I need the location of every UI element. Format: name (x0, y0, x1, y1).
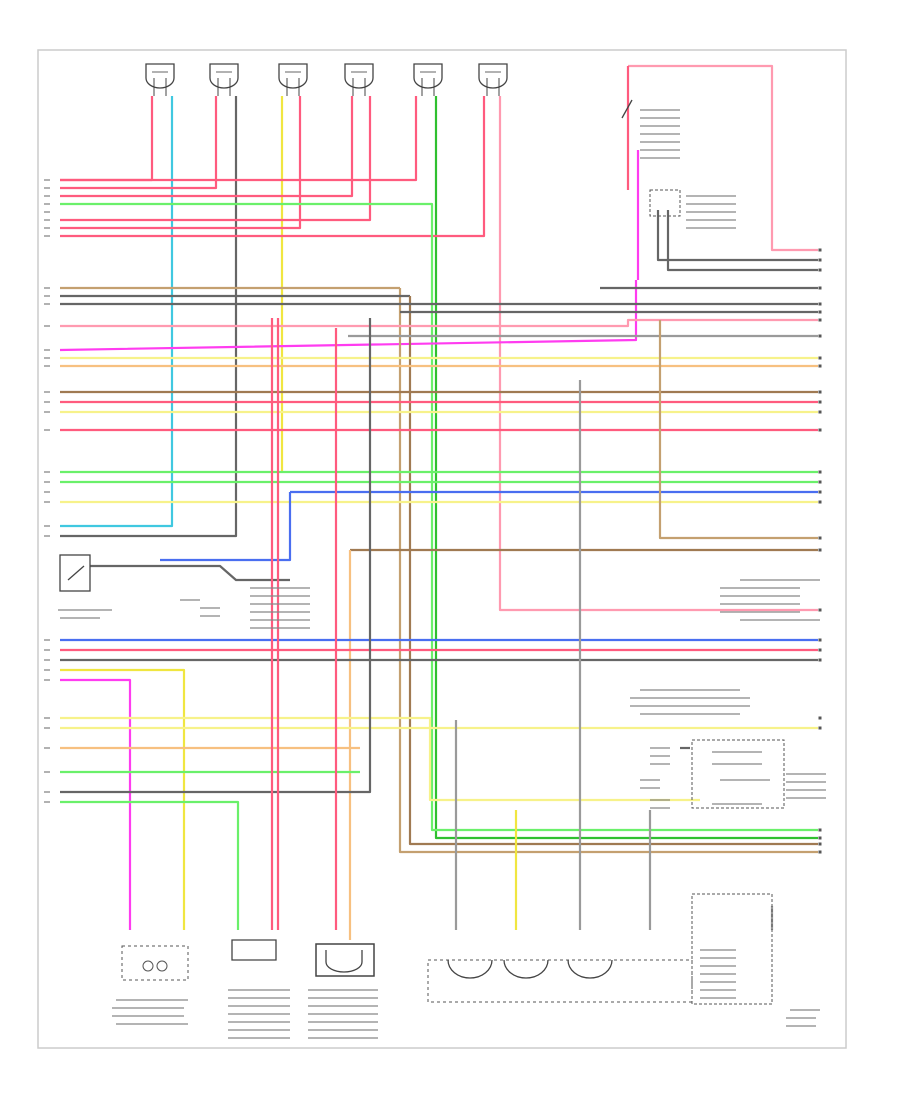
wire-terminal-mark (818, 648, 822, 652)
wire-terminal-mark (818, 310, 822, 314)
sensor-cup (325, 950, 363, 973)
top-connector-3 (278, 63, 308, 89)
sensor-coil (142, 960, 154, 972)
wire-terminal-mark (818, 364, 822, 368)
wire-terminal-mark (818, 490, 822, 494)
wire-terminal-mark (818, 268, 822, 272)
wire (398, 288, 818, 854)
wire (160, 492, 292, 562)
solenoid-3 (567, 959, 613, 979)
wire (656, 210, 818, 262)
wire-terminal-mark (818, 850, 822, 854)
wire-terminal-mark (818, 608, 822, 612)
diagram-border (37, 49, 847, 1049)
wire-terminal-mark (818, 400, 822, 404)
wire (658, 320, 818, 540)
top-connector-5 (413, 63, 443, 89)
switch-contact (621, 99, 633, 119)
wire (434, 96, 818, 840)
wire-terminal-mark (818, 658, 822, 662)
wire (60, 96, 174, 528)
wire-terminal-mark (818, 470, 822, 474)
wire-layer (59, 64, 818, 940)
wire (408, 296, 818, 846)
wire (60, 96, 238, 538)
wire-terminal-mark (818, 334, 822, 338)
switch-contact (67, 565, 85, 581)
wire (60, 800, 240, 930)
wire-terminal-mark (818, 428, 822, 432)
wire-terminal-mark (818, 318, 822, 322)
wire (60, 96, 302, 230)
top-connector-4 (344, 63, 374, 89)
wire-terminal-mark (818, 726, 822, 730)
wire (59, 280, 638, 352)
wire-terminal-mark (818, 480, 822, 484)
wire-terminal-mark (818, 842, 822, 846)
solenoid-2 (503, 959, 549, 979)
wire-terminal-mark (818, 390, 822, 394)
wire-terminal-mark (818, 302, 822, 306)
component-layer (59, 63, 785, 1005)
wire (90, 564, 290, 582)
wire-terminal-mark (818, 248, 822, 252)
wire-terminal-mark (818, 500, 822, 504)
relay-module-box (691, 739, 785, 809)
wire (60, 96, 486, 238)
wire-terminal-mark (818, 356, 822, 360)
wire-terminal-mark (818, 536, 822, 540)
solenoid-pack-box (427, 959, 693, 1003)
top-connector-2 (209, 63, 239, 89)
wire (666, 210, 818, 272)
wire (60, 96, 418, 182)
top-connector-6 (478, 63, 508, 89)
wire-terminal-mark (818, 258, 822, 262)
wire (60, 668, 186, 930)
wire-terminal-mark (818, 286, 822, 290)
wire (60, 202, 818, 832)
wire-terminal-mark (818, 548, 822, 552)
wire (60, 96, 372, 222)
wire (60, 678, 132, 930)
trans-fluid-temp-sensor (691, 893, 773, 1005)
park-brake-switch (59, 554, 91, 592)
wire (60, 318, 372, 794)
wire (60, 318, 818, 328)
wire-terminal-mark (818, 836, 822, 840)
wire (60, 96, 154, 182)
wire (60, 96, 354, 198)
connector-small (231, 939, 277, 961)
solenoid-1 (447, 959, 493, 979)
wire (628, 64, 818, 252)
label-layer (44, 71, 826, 1039)
wire (498, 96, 818, 612)
sensor-coil (156, 960, 168, 972)
sensor-connector-box (315, 943, 375, 977)
wire-terminal-mark (818, 716, 822, 720)
vehicle-speed-sensor (121, 945, 189, 981)
wire (60, 716, 700, 802)
top-connector-1 (145, 63, 175, 89)
wire (60, 96, 218, 190)
ground-module-box (649, 189, 681, 217)
wire-terminal-mark (818, 638, 822, 642)
wire-terminal-mark (818, 410, 822, 414)
wire-terminal-mark (818, 828, 822, 832)
